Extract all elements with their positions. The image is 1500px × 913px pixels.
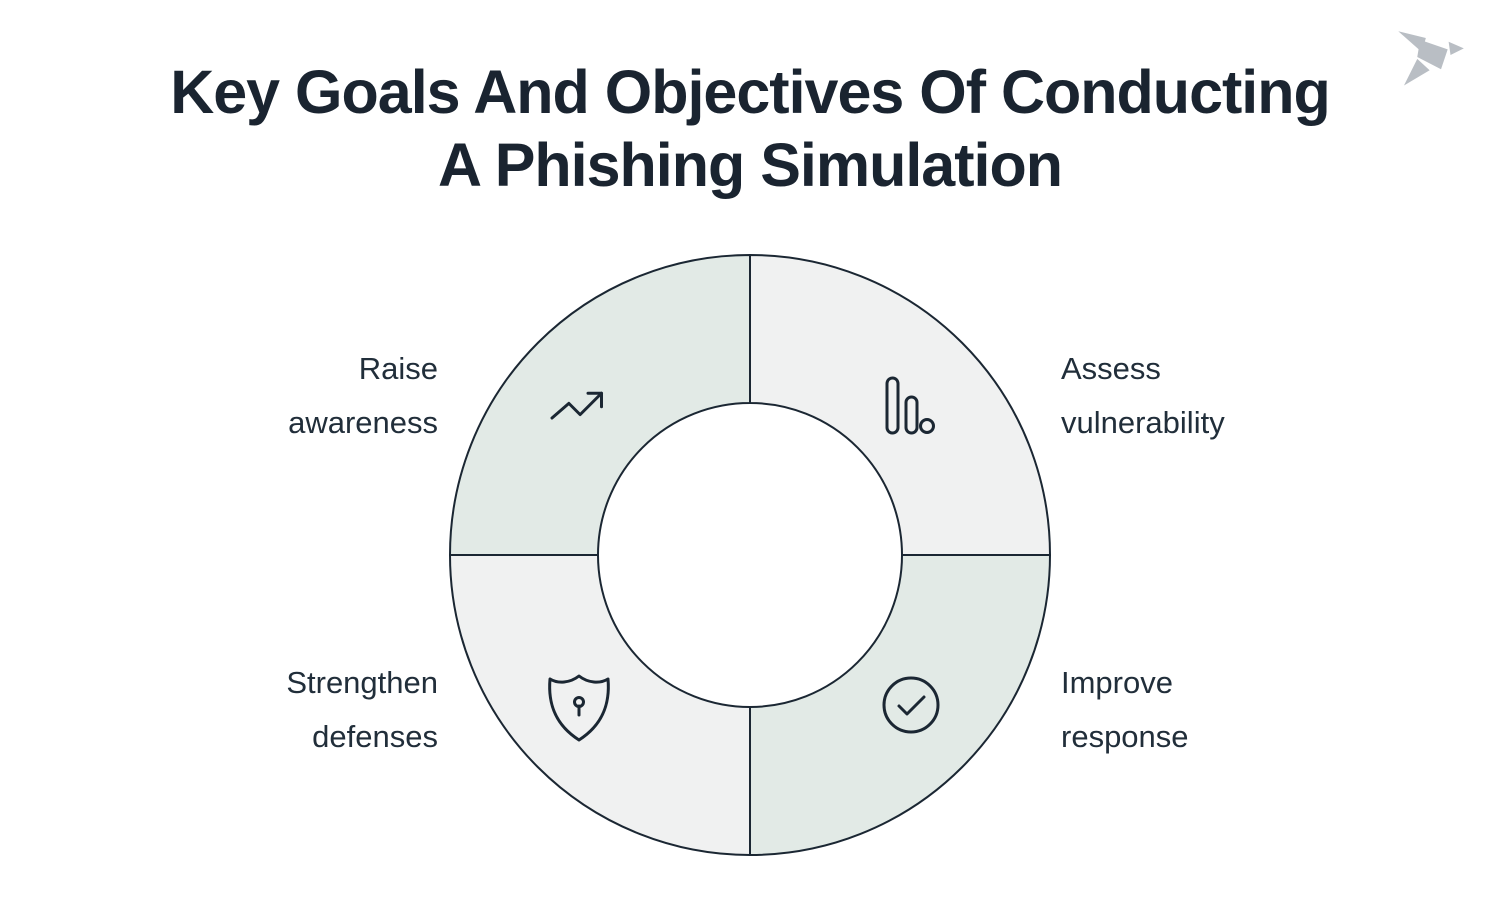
trending-up-icon (552, 393, 602, 418)
label-assess-vulnerability: Assess vulnerability (1061, 342, 1391, 450)
bird-body-shape (1417, 39, 1448, 70)
quadrant-donut-diagram (448, 253, 1052, 857)
label-line: response (1061, 719, 1189, 754)
bird-wing-shape (1398, 31, 1426, 53)
label-line: Improve (1061, 665, 1173, 700)
page-title-line-1: Key Goals And Objectives Of Conducting (170, 58, 1331, 126)
check-circle-icon (882, 676, 940, 734)
label-line: Raise (358, 351, 438, 386)
label-line: vulnerability (1061, 405, 1225, 440)
page-title-line-2: A Phishing Simulation (437, 131, 1063, 199)
label-line: Strengthen (286, 665, 438, 700)
label-line: awareness (288, 405, 438, 440)
label-improve-response: Improve response (1061, 656, 1391, 764)
bird-tail-shape (1403, 58, 1430, 86)
label-raise-awareness: Raise awareness (108, 342, 438, 450)
page-title: Key Goals And Objectives Of Conducting A… (0, 56, 1500, 202)
label-line: defenses (312, 719, 438, 754)
label-strengthen-defenses: Strengthen defenses (108, 656, 438, 764)
shield-lock-icon (548, 674, 610, 742)
origami-bird-logo (1398, 31, 1464, 86)
segment-assess-vulnerability (749, 253, 1052, 556)
bird-head-shape (1448, 41, 1464, 56)
bar-chart-icon (885, 376, 935, 435)
segment-strengthen-defenses (448, 554, 751, 857)
label-line: Assess (1061, 351, 1161, 386)
